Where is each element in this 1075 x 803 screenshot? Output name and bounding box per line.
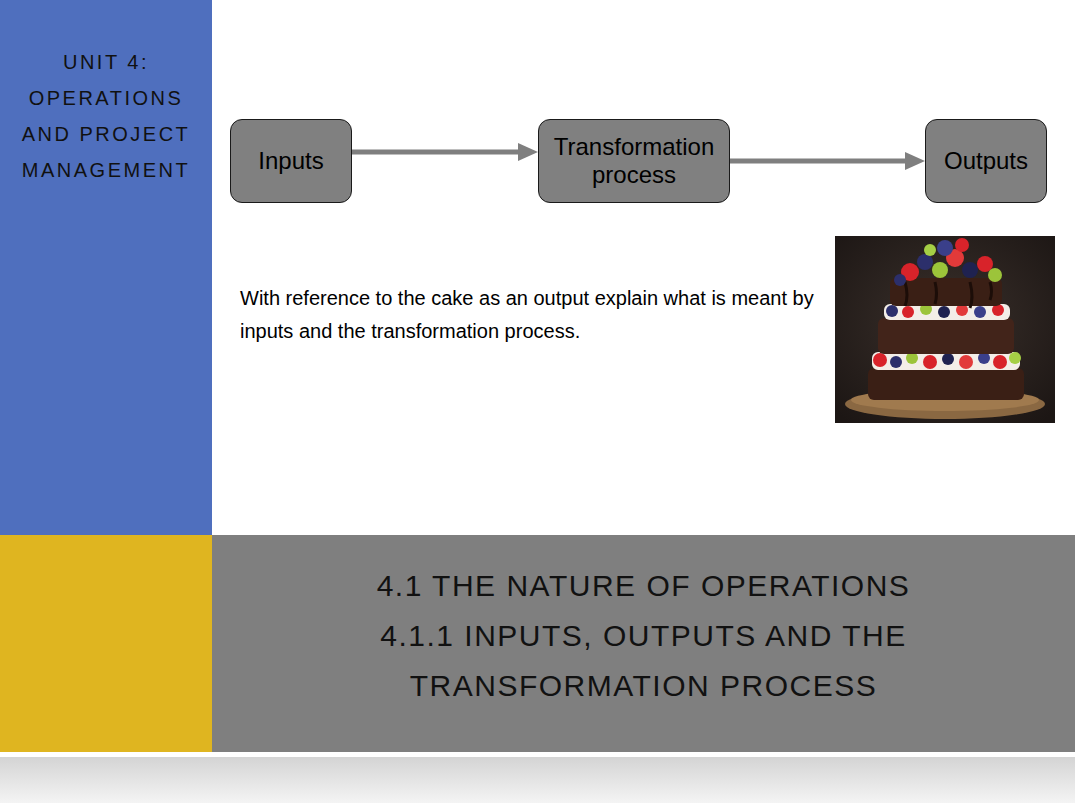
cake-photo	[835, 236, 1055, 423]
flow-arrow	[730, 159, 911, 164]
process-box: Outputs	[925, 119, 1047, 203]
flow-arrow	[352, 150, 524, 155]
band-heading: 4.1.1 INPUTS, OUTPUTS AND THE TRANSFORMA…	[264, 611, 1024, 711]
process-box: Transformation process	[538, 119, 730, 203]
box-label: Inputs	[258, 147, 323, 175]
box-label: Transformation process	[539, 133, 729, 189]
process-box: Inputs	[230, 119, 352, 203]
question-text: With reference to the cake as an output …	[240, 282, 820, 348]
box-label: Outputs	[944, 147, 1028, 175]
unit-band: UNIT 4: OPERATIONS AND PROJECT MANAGEMEN…	[0, 0, 212, 535]
band-heading: 4.1 THE NATURE OF OPERATIONS	[377, 561, 911, 611]
bottom-strip	[0, 757, 1075, 803]
title-band: 4.1 THE NATURE OF OPERATIONS4.1.1 INPUTS…	[212, 535, 1075, 752]
yellow-band	[0, 535, 212, 752]
band-heading: UNIT 4: OPERATIONS AND PROJECT MANAGEMEN…	[8, 44, 204, 188]
